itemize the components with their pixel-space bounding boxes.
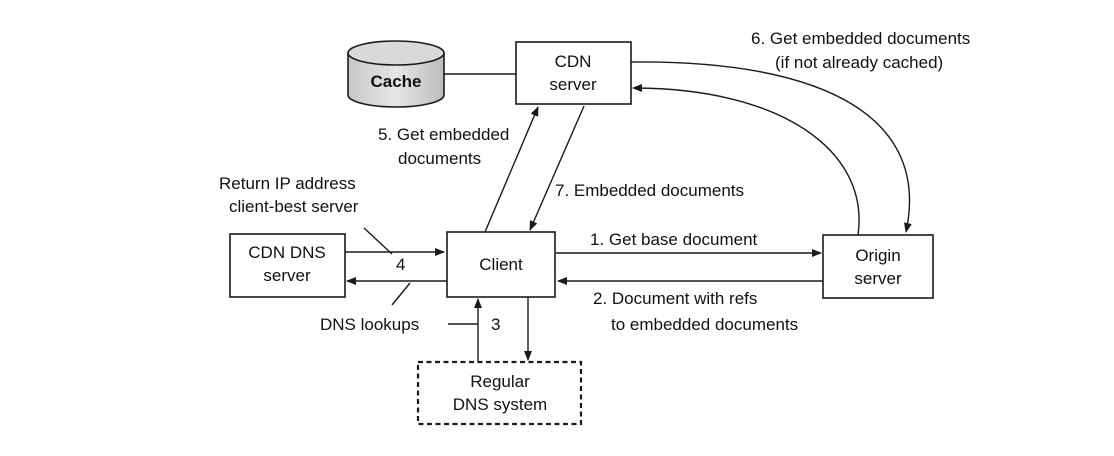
cdn-server-box: CDN server [515, 41, 632, 105]
cdn-dns-label-line1: CDN DNS [248, 243, 325, 262]
label-step2-line2: to embedded documents [611, 315, 798, 334]
cdn-dns-server-box: CDN DNS server [229, 233, 346, 298]
leader-dns-lookups [391, 282, 411, 306]
label-step2-line1: 2. Document with refs [593, 289, 757, 308]
label-step6-line2: (if not already cached) [775, 53, 943, 72]
cdn-server-label-line1: CDN [555, 52, 592, 71]
regular-dns-box: Regular DNS system [416, 360, 583, 426]
arrow-step6-response [632, 84, 860, 236]
client-box: Client [446, 231, 556, 298]
label-step5-line2: documents [398, 149, 481, 168]
arrow-step6-request [630, 61, 912, 233]
cdn-server-label-line2: server [549, 75, 597, 94]
leader-return-ip [363, 227, 393, 255]
cdn-dns-label-line2: server [263, 266, 311, 285]
label-step1: 1. Get base document [590, 230, 758, 249]
regular-dns-label-line1: Regular [470, 372, 530, 391]
regular-dns-label-line2: DNS system [453, 395, 547, 414]
label-return-ip-line2: client-best server [229, 197, 359, 216]
client-label: Client [479, 255, 523, 274]
origin-server-label-line1: Origin [855, 246, 900, 265]
label-return-ip-line1: Return IP address [219, 174, 356, 193]
label-step5-line1: 5. Get embedded [378, 125, 509, 144]
cache-cylinder: Cache [347, 40, 445, 108]
arrow-step7 [529, 105, 585, 231]
origin-server-label-line2: server [854, 269, 902, 288]
label-step4: 4 [396, 255, 405, 274]
label-step3: 3 [491, 315, 500, 334]
cache-label: Cache [370, 72, 421, 91]
arrow-step5 [484, 106, 539, 233]
label-step7: 7. Embedded documents [555, 181, 744, 200]
label-step6-line1: 6. Get embedded documents [751, 29, 970, 48]
label-dns-lookups: DNS lookups [320, 315, 419, 334]
origin-server-box: Origin server [822, 234, 934, 299]
